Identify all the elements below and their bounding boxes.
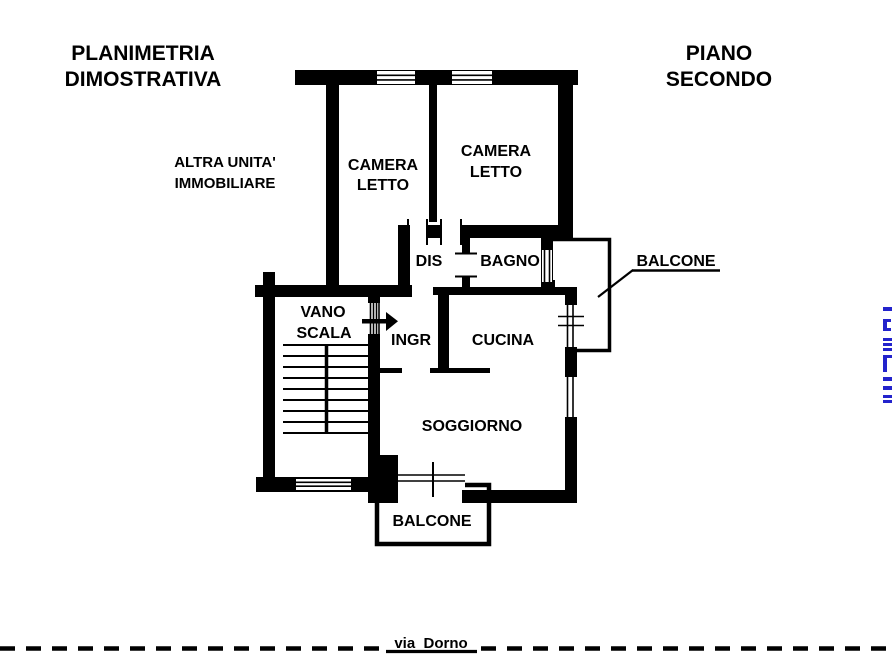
window-cucina — [558, 305, 584, 347]
wall-segment — [462, 490, 577, 503]
street-label: via Dorno — [394, 635, 467, 652]
window-door-balcony-bottom — [398, 462, 465, 497]
labels: PLANIMETRIA DIMOSTRATIVA PIANO SECONDO A… — [65, 42, 772, 530]
wall-segment — [368, 285, 380, 503]
label-balcone-bottom: BALCONE — [392, 513, 471, 530]
door-jambs-bagno — [455, 252, 477, 278]
window-bagno — [542, 250, 552, 282]
window-vano-scala — [296, 479, 351, 490]
walls — [255, 70, 578, 503]
wall-segment — [462, 238, 470, 253]
page-title-line1: PLANIMETRIA — [71, 42, 215, 65]
label-dis: DIS — [416, 253, 443, 270]
wall-segment — [565, 287, 577, 305]
wall-segment — [427, 225, 441, 238]
entrance-arrow — [362, 312, 398, 331]
label-camera-letto-2-line2: LETTO — [470, 164, 522, 181]
wall-segment — [433, 287, 577, 295]
windows — [296, 71, 584, 497]
wall-segment — [565, 417, 577, 503]
entrance-door — [368, 303, 381, 334]
floor-title-line2: SECONDO — [666, 68, 772, 91]
wall-segment — [565, 347, 577, 377]
wall-segment — [255, 285, 412, 297]
balcony-right-parapet — [553, 237, 612, 353]
label-camera-letto-1-line2: LETTO — [357, 177, 409, 194]
street-line: via Dorno — [0, 635, 893, 654]
label-bagno: BAGNO — [480, 253, 540, 270]
wall-segment — [295, 70, 578, 85]
wall-segment — [461, 225, 573, 238]
window-top-left — [377, 71, 415, 84]
wall-segment — [430, 368, 490, 373]
label-ingresso: INGR — [391, 332, 431, 349]
door-jambs-camera2 — [440, 219, 462, 245]
wall-segment — [263, 285, 275, 490]
door-jambs-camera1 — [407, 219, 428, 245]
wall-segment — [263, 272, 275, 285]
label-soggiorno: SOGGIORNO — [422, 418, 522, 435]
doors — [368, 219, 477, 334]
wall-segment — [326, 85, 339, 287]
label-camera-letto-1-line1: CAMERA — [348, 157, 419, 174]
window-soggiorno — [564, 377, 578, 417]
wall-segment — [438, 287, 449, 372]
watermark-fragments — [883, 307, 892, 403]
label-other-unit-line2: IMMOBILIARE — [175, 175, 276, 192]
label-balcone-right: BALCONE — [636, 253, 715, 270]
balcony-right-outline — [553, 237, 612, 353]
page-title-line2: DIMOSTRATIVA — [65, 68, 222, 91]
label-other-unit-line1: ALTRA UNITA' — [174, 154, 276, 171]
label-camera-letto-2-line1: CAMERA — [461, 143, 532, 160]
wall-segment — [429, 85, 437, 222]
wall-segment — [373, 368, 402, 373]
floor-title-line1: PIANO — [686, 42, 753, 65]
wall-segment — [463, 280, 469, 288]
wall-segment — [368, 455, 398, 503]
wall-segment — [549, 280, 555, 288]
label-cucina: CUCINA — [472, 332, 535, 349]
label-vano-scala-line1: VANO — [300, 304, 345, 321]
balcony-right-leader — [597, 269, 720, 298]
window-top-right — [452, 71, 492, 84]
wall-segment — [558, 85, 573, 232]
stairs — [283, 344, 368, 434]
label-vano-scala-line2: SCALA — [296, 325, 352, 342]
